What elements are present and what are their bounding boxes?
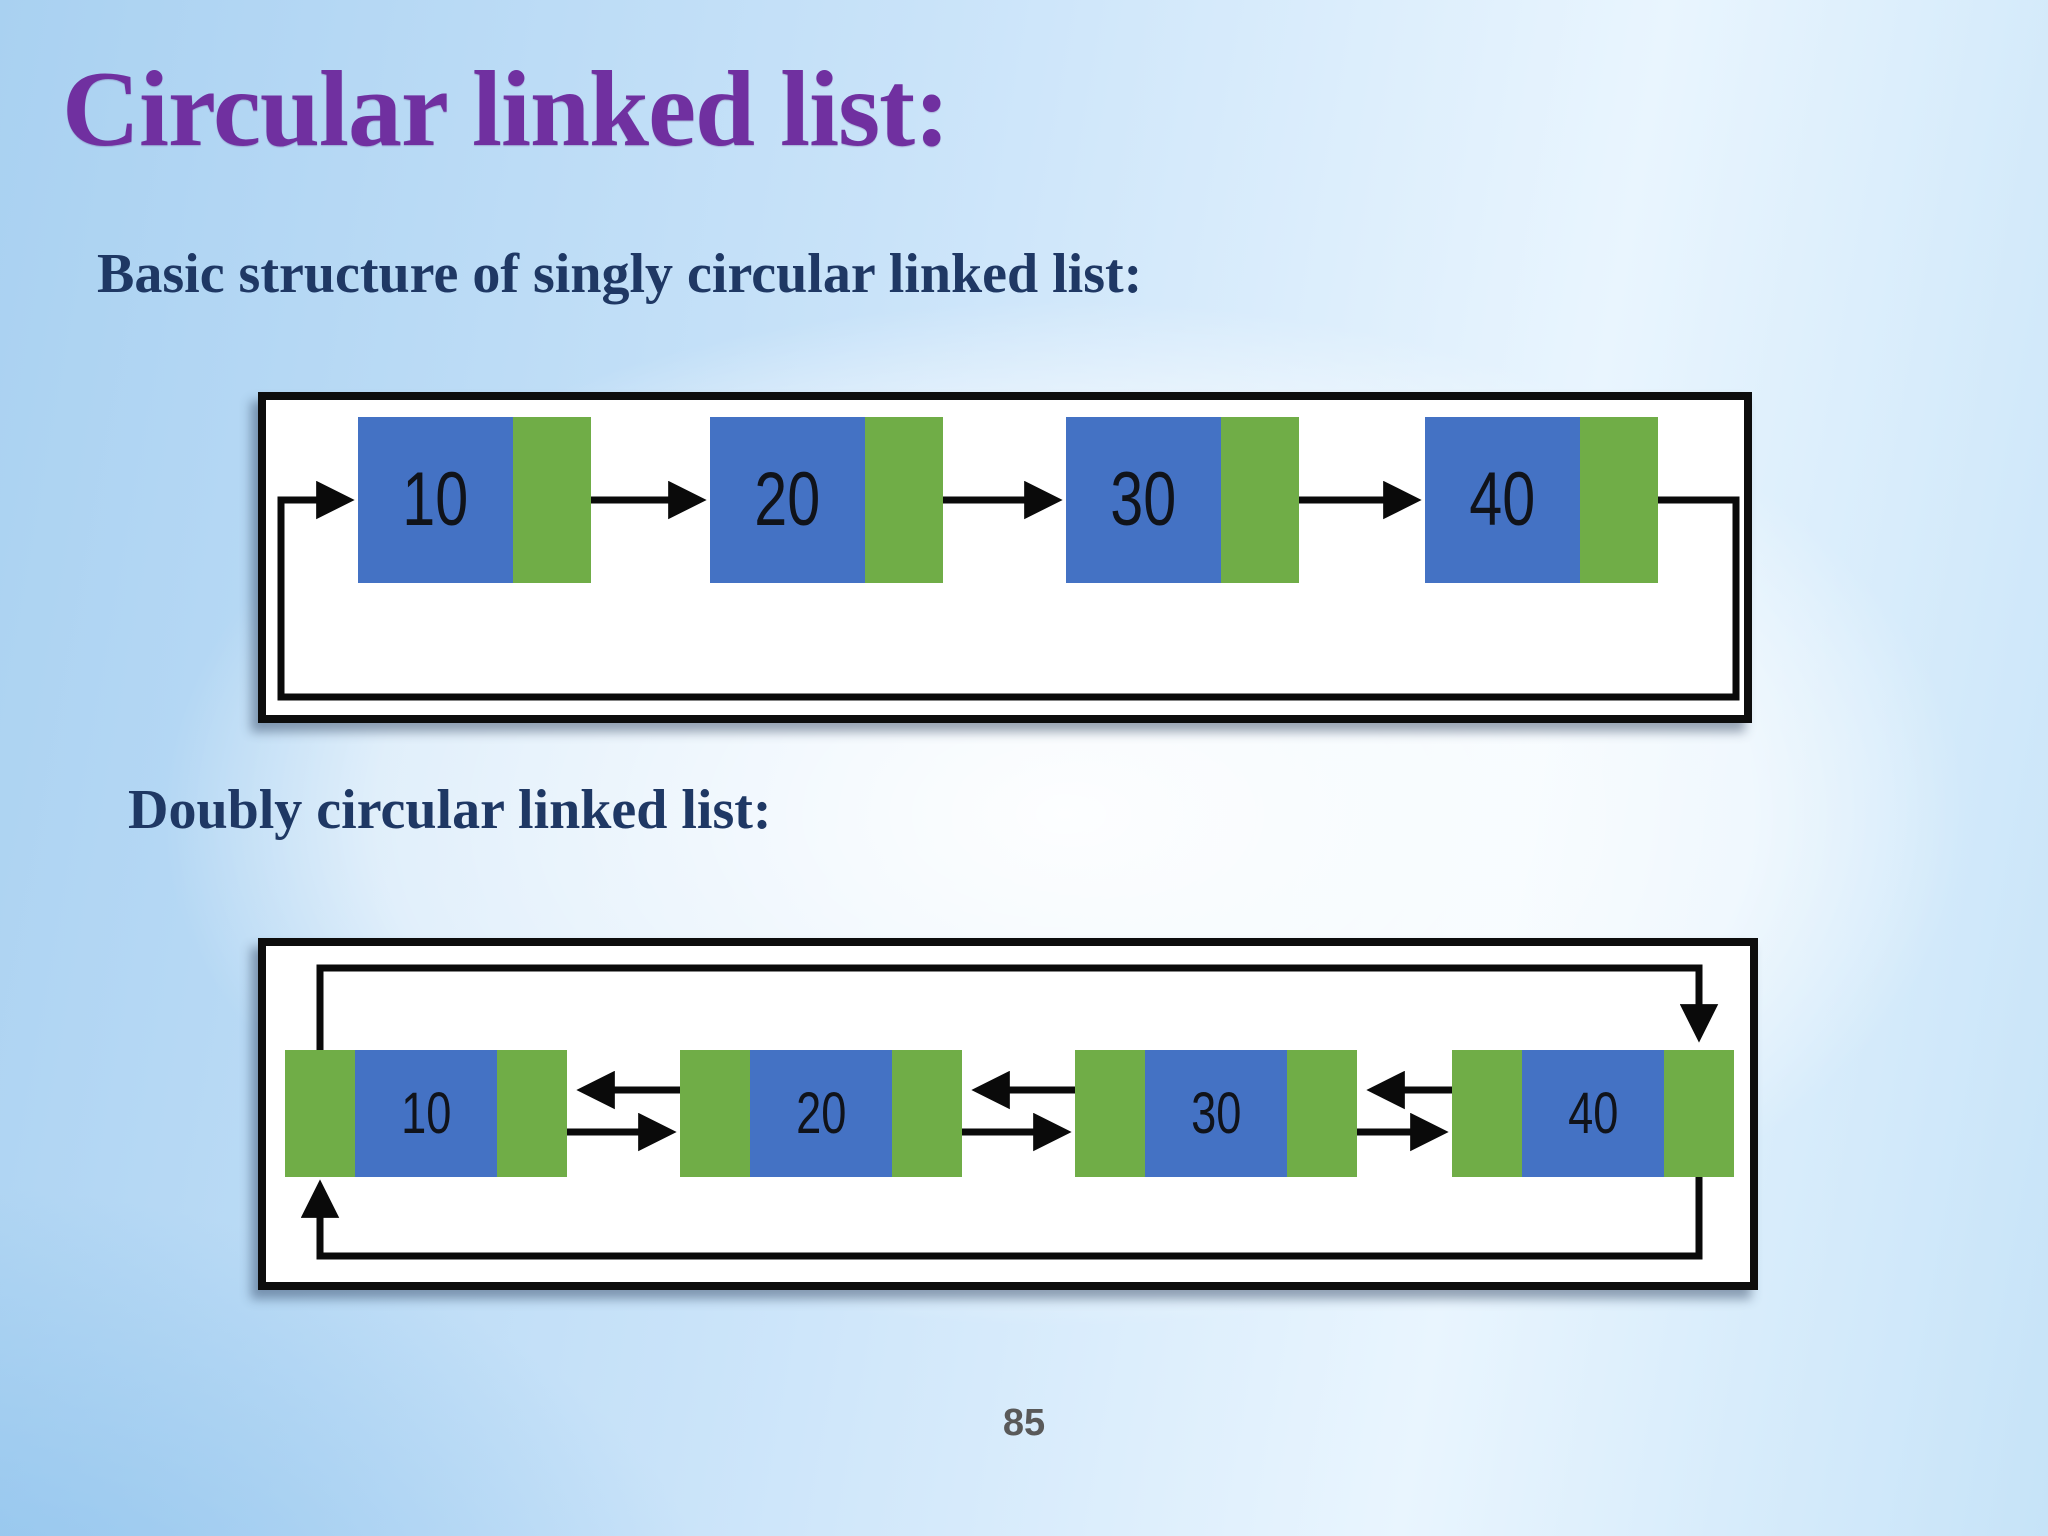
prev-pointer-field — [680, 1050, 750, 1177]
node-value: 20 — [754, 457, 821, 542]
list-node: 30 — [1066, 417, 1299, 583]
heading-doubly-circular: Doubly circular linked list: — [128, 779, 772, 841]
next-pointer-field — [513, 417, 591, 583]
doubly-links-layer — [300, 964, 1719, 1260]
node-value: 10 — [402, 457, 469, 542]
page-number: 85 — [1002, 1402, 1046, 1444]
node-value: 10 — [400, 1080, 452, 1146]
node-value: 20 — [795, 1080, 847, 1146]
next-pointer-field — [497, 1050, 567, 1177]
list-node: 20 — [710, 417, 943, 583]
prev-pointer-field — [285, 1050, 355, 1177]
next-pointer-field — [1287, 1050, 1357, 1177]
node-value: 30 — [1110, 457, 1177, 542]
data-field: 40 — [1425, 417, 1580, 583]
data-field: 10 — [355, 1050, 497, 1177]
singly-circular-diagram: 10 20 30 40 — [258, 392, 1752, 723]
prev-pointer-field — [1452, 1050, 1522, 1177]
data-field: 10 — [358, 417, 513, 583]
data-field: 30 — [1066, 417, 1221, 583]
list-node: 40 — [1452, 1050, 1734, 1177]
singly-links-layer — [277, 480, 1740, 701]
next-pointer-field — [1580, 417, 1658, 583]
node-value: 40 — [1567, 1080, 1619, 1146]
list-node: 30 — [1075, 1050, 1357, 1177]
next-pointer-field — [865, 417, 943, 583]
list-node: 10 — [285, 1050, 567, 1177]
data-field: 20 — [750, 1050, 892, 1177]
list-node: 40 — [1425, 417, 1658, 583]
node-value: 40 — [1469, 457, 1536, 542]
doubly-circular-diagram: 10 20 30 40 — [258, 938, 1758, 1290]
next-pointer-field — [892, 1050, 962, 1177]
prev-pointer-field — [1075, 1050, 1145, 1177]
data-field: 40 — [1522, 1050, 1664, 1177]
circular-link-arrow — [277, 480, 1740, 701]
list-node: 10 — [358, 417, 591, 583]
data-field: 30 — [1145, 1050, 1287, 1177]
list-node: 20 — [680, 1050, 962, 1177]
next-pointer-field — [1664, 1050, 1734, 1177]
page-title: Circular linked list: — [62, 50, 950, 169]
node-value: 30 — [1190, 1080, 1242, 1146]
next-pointer-field — [1221, 417, 1299, 583]
next-circular-link-arrow — [300, 1177, 1703, 1260]
heading-singly-circular: Basic structure of singly circular linke… — [97, 243, 1143, 305]
prev-circular-link-arrow — [316, 964, 1719, 1050]
data-field: 20 — [710, 417, 865, 583]
